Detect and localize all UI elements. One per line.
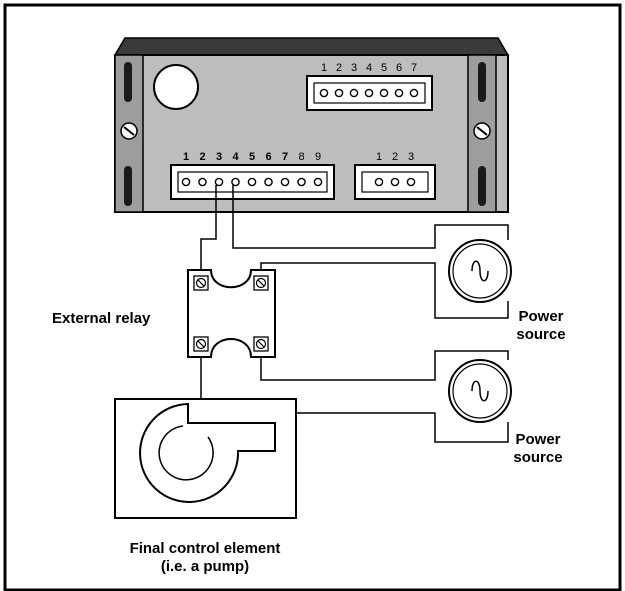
terminal-number: 1 [183,151,189,163]
wire-relay-to-source1 [260,262,509,319]
final-control-line2: (i.e. a pump) [160,558,250,575]
terminal-number: 7 [282,151,288,163]
terminal-screw [409,88,419,98]
final-control-label: Final control element (i.e. a pump) [80,540,330,576]
controller-top-bevel [113,37,510,56]
screw-icon [473,122,491,140]
mount-slot [478,166,486,206]
relay-terminal-icon [193,336,209,352]
terminal-screw [334,88,344,98]
terminal-screw [247,177,257,187]
power-source-2-line2: source [513,449,563,466]
pump-impeller-arc [158,425,214,481]
terminal-number: 5 [249,151,255,163]
power-source-1-line1: Power [518,308,564,325]
round-indicator [153,64,199,110]
wire-relay-to-source2 [260,348,509,381]
wire-terminal3-to-relay [200,185,217,272]
terminal-number: 8 [298,151,304,163]
terminal-number: 6 [265,151,271,163]
terminal-screw [231,177,240,187]
right-rack-ear [467,54,497,213]
mount-slot [124,62,132,102]
terminal-screw [264,177,273,187]
terminal-screw [406,177,416,187]
terminal-screw [313,177,323,187]
screw-icon [120,122,138,140]
terminal-number: 3 [351,62,357,74]
power-source-2-label: Power source [507,431,569,467]
terminal-number: 7 [411,62,417,74]
pump-element [114,398,297,519]
terminal-screw [280,177,290,187]
mount-slot [478,62,486,102]
wire-terminal4-to-source1 [232,185,509,249]
relay-terminal-icon [193,275,209,291]
terminal-number: 2 [392,151,398,163]
relay-terminal-icon [253,275,269,291]
terminal-number: 2 [336,62,342,74]
mount-slot [124,166,132,206]
external-relay [187,269,276,358]
terminal-number: 3 [216,151,222,163]
terminal-number: 4 [366,62,372,74]
terminal-number: 1 [321,62,327,74]
terminal-screw [374,177,384,187]
terminal-number: 1 [376,151,382,163]
terminal-screw [181,177,191,187]
left-rack-ear [114,54,144,213]
diagram-border [3,3,622,591]
terminal-number: 6 [396,62,402,74]
ac-sine-icon [471,260,489,282]
terminal-screw [364,88,374,98]
terminal-screw [349,88,359,98]
relay-terminal-icon [253,336,269,352]
terminal-number: 5 [381,62,387,74]
terminal-number: 4 [232,151,239,163]
terminal-screw [198,177,207,187]
wiring [200,185,509,443]
ac-sine-icon [471,380,489,402]
power-source-1 [448,239,512,303]
power-source-2-line1: Power [515,431,561,448]
terminal-screw [319,88,329,98]
power-source-1-line2: source [516,326,566,343]
wire-pump-to-source2 [296,412,509,443]
final-control-line1: Final control element [129,540,281,557]
terminal-screw [297,177,306,187]
terminal-screw [214,177,224,187]
power-source-1-label: Power source [510,308,572,344]
terminal-number: 9 [315,151,321,163]
terminal-number: 2 [199,151,205,163]
terminal-screw [390,177,400,187]
power-source-2 [448,359,512,423]
terminal-screw [379,88,389,98]
terminal-number: 3 [408,151,414,163]
terminal-screw [394,88,404,98]
external-relay-label: External relay [52,310,151,327]
